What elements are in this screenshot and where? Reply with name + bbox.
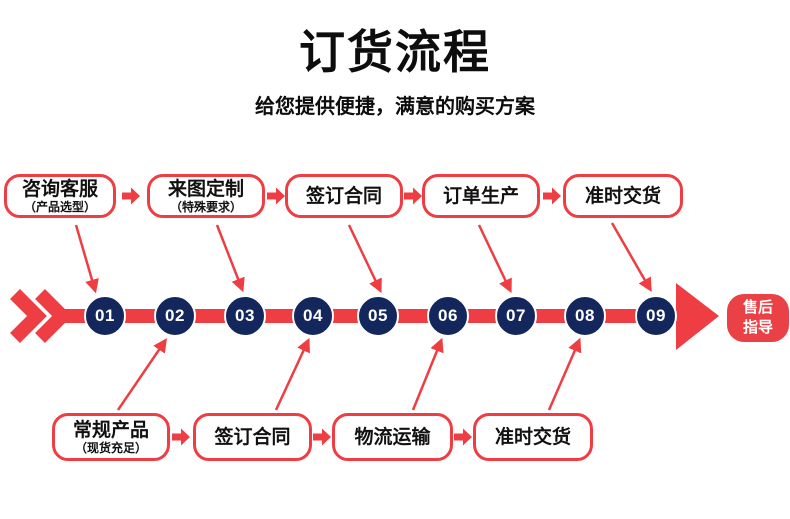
step-circle-01: 01 (84, 295, 126, 337)
process-box-title: 签订合同 (305, 185, 382, 207)
process-box-sign-contract-bottom: 签订合同 (193, 413, 312, 461)
page-subtitle: 给您提供便捷，满意的购买方案 (255, 96, 535, 118)
step-number: 03 (235, 306, 255, 325)
step-circle-02: 02 (154, 295, 196, 337)
process-box-subtitle: （特殊要求） (169, 199, 242, 214)
process-box-title: 签订合同 (214, 426, 291, 448)
process-box-title: 准时交货 (584, 185, 661, 207)
after-sales-badge-line1: 售后 (742, 299, 773, 316)
after-sales-badge-line2: 指导 (742, 319, 773, 336)
step-circle-06: 06 (427, 295, 469, 337)
step-number: 04 (303, 306, 323, 325)
process-box-sign-contract-top: 签订合同 (285, 174, 403, 218)
process-box-regular-product: 常规产品 （现货充足） (52, 413, 170, 461)
step-circle-09: 09 (635, 295, 677, 337)
bottom-row-between-arrow-icons (172, 428, 472, 446)
step-circle-05: 05 (357, 295, 399, 337)
process-box-ontime-delivery-bottom: 准时交货 (473, 413, 593, 461)
step-number: 02 (165, 306, 185, 325)
after-sales-badge: 售后 指导 (727, 294, 789, 342)
process-box-title: 咨询客服 (21, 178, 98, 200)
top-row-between-arrow-icons (122, 187, 561, 205)
step-number: 07 (506, 306, 526, 325)
process-box-title: 订单生产 (442, 185, 519, 207)
step-circle-03: 03 (224, 295, 266, 337)
process-box-custom-drawing: 来图定制 （特殊要求） (147, 174, 265, 218)
timeline-start-chevron-icon (10, 289, 72, 343)
step-number: 06 (438, 306, 458, 325)
top-connector-arrows (74, 222, 652, 294)
process-box-logistics: 物流运输 (332, 413, 453, 461)
process-box-subtitle: （现货充足） (74, 440, 147, 455)
process-box-consult-service: 咨询客服 （产品选型） (4, 174, 116, 218)
process-box-title: 准时交货 (494, 426, 571, 448)
step-number: 01 (95, 306, 115, 325)
step-circle-07: 07 (495, 295, 537, 337)
step-number: 09 (646, 306, 666, 325)
process-box-title: 物流运输 (354, 426, 431, 448)
timeline-arrowhead-icon (676, 283, 719, 350)
process-box-ontime-delivery-top: 准时交货 (563, 174, 683, 218)
process-box-title: 常规产品 (72, 419, 149, 441)
step-circle-08: 08 (564, 295, 606, 337)
process-box-title: 来图定制 (167, 178, 244, 200)
bottom-connector-arrows (116, 337, 582, 411)
step-number: 08 (575, 306, 595, 325)
step-circle-04: 04 (292, 295, 334, 337)
page-title: 订货流程 (299, 26, 491, 78)
process-box-order-production: 订单生产 (422, 174, 540, 218)
step-number: 05 (368, 306, 388, 325)
process-box-subtitle: （产品选型） (23, 199, 96, 214)
